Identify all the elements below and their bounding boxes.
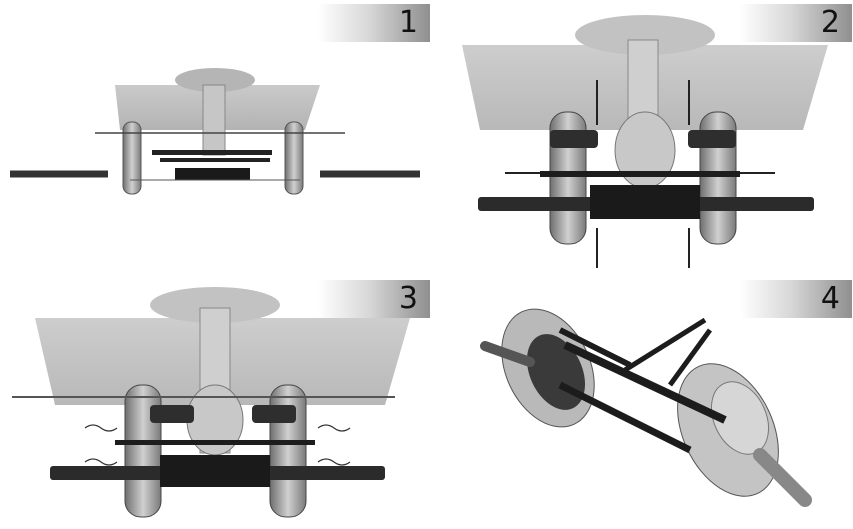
step-3-number: 3 <box>398 281 418 316</box>
step-2-number: 2 <box>820 5 840 40</box>
step-3-illustration <box>12 287 410 518</box>
step-4-number: 4 <box>820 281 840 316</box>
step-1-badge: 1 <box>318 4 430 42</box>
step-1-number: 1 <box>398 5 418 40</box>
step-3-badge: 3 <box>318 280 430 318</box>
step-1-illustration <box>10 68 420 195</box>
step-2-illustration <box>462 15 828 268</box>
step-2-badge: 2 <box>740 4 852 42</box>
step-4-illustration <box>480 308 812 507</box>
step-4-badge: 4 <box>740 280 852 318</box>
